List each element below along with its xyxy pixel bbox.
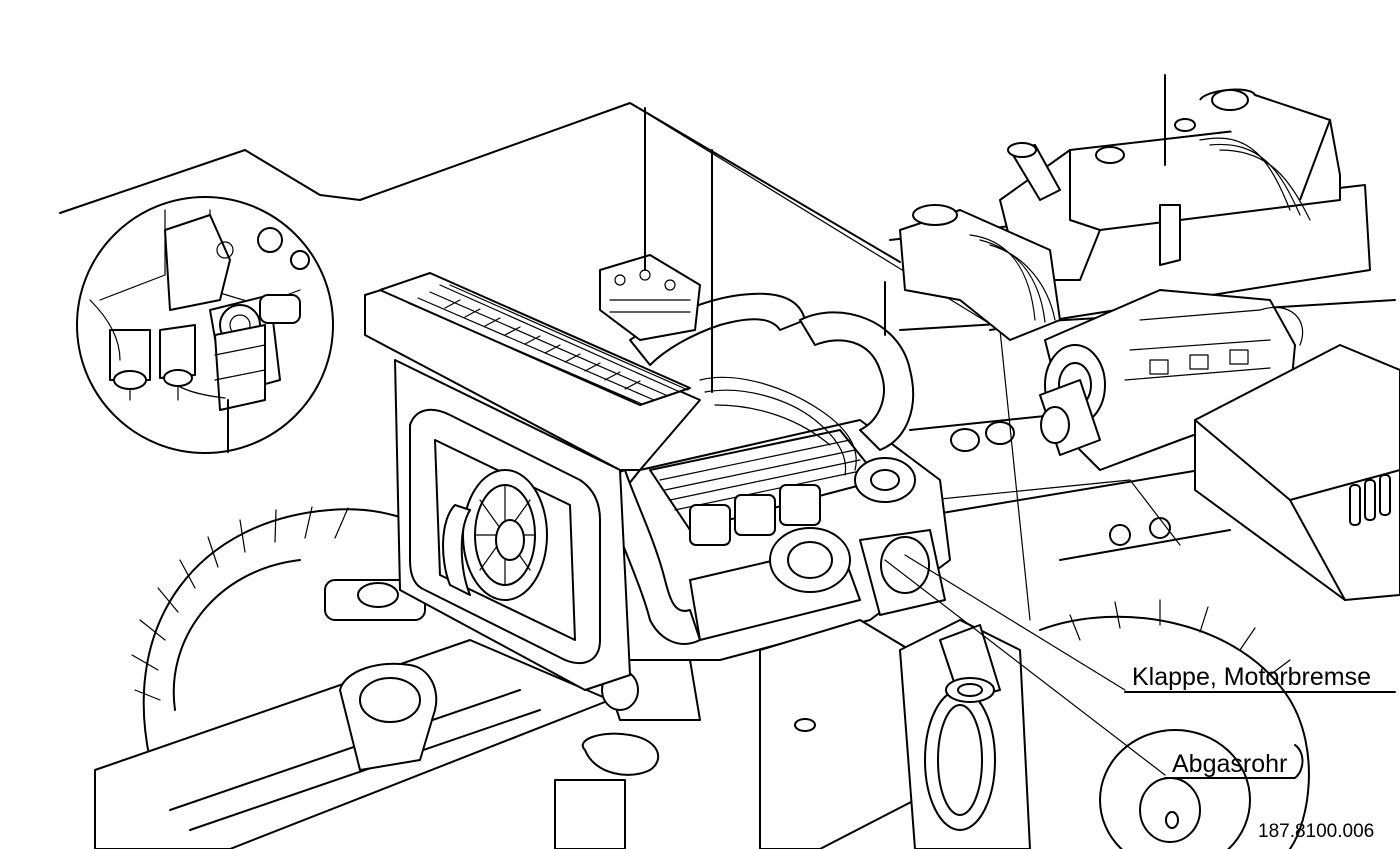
engine-block	[599, 419, 951, 721]
transmission	[1039, 289, 1304, 471]
leader-lines	[644, 74, 1166, 776]
fuel-filter-detail-inset	[76, 196, 334, 454]
injection-pump	[599, 254, 701, 341]
air-filter-box	[899, 204, 1061, 341]
charge-air-pipes	[599, 292, 916, 645]
rear-right-wheel	[1039, 599, 1310, 849]
battery-box	[1194, 344, 1400, 601]
callout-exhaust-flap: Klappe, Motorbremse	[1124, 663, 1396, 693]
fuel-tank	[999, 88, 1341, 281]
callout-exhaust-pipe-label: Abgasrohr	[1172, 750, 1287, 778]
exhaust-pipe-assembly	[759, 619, 1031, 849]
radiator	[364, 272, 701, 691]
callout-exhaust-pipe: Abgasrohr	[1164, 744, 1304, 779]
callout-exhaust-flap-label: Klappe, Motorbremse	[1132, 663, 1371, 691]
figure-number: 187.8100.006	[1258, 821, 1374, 842]
